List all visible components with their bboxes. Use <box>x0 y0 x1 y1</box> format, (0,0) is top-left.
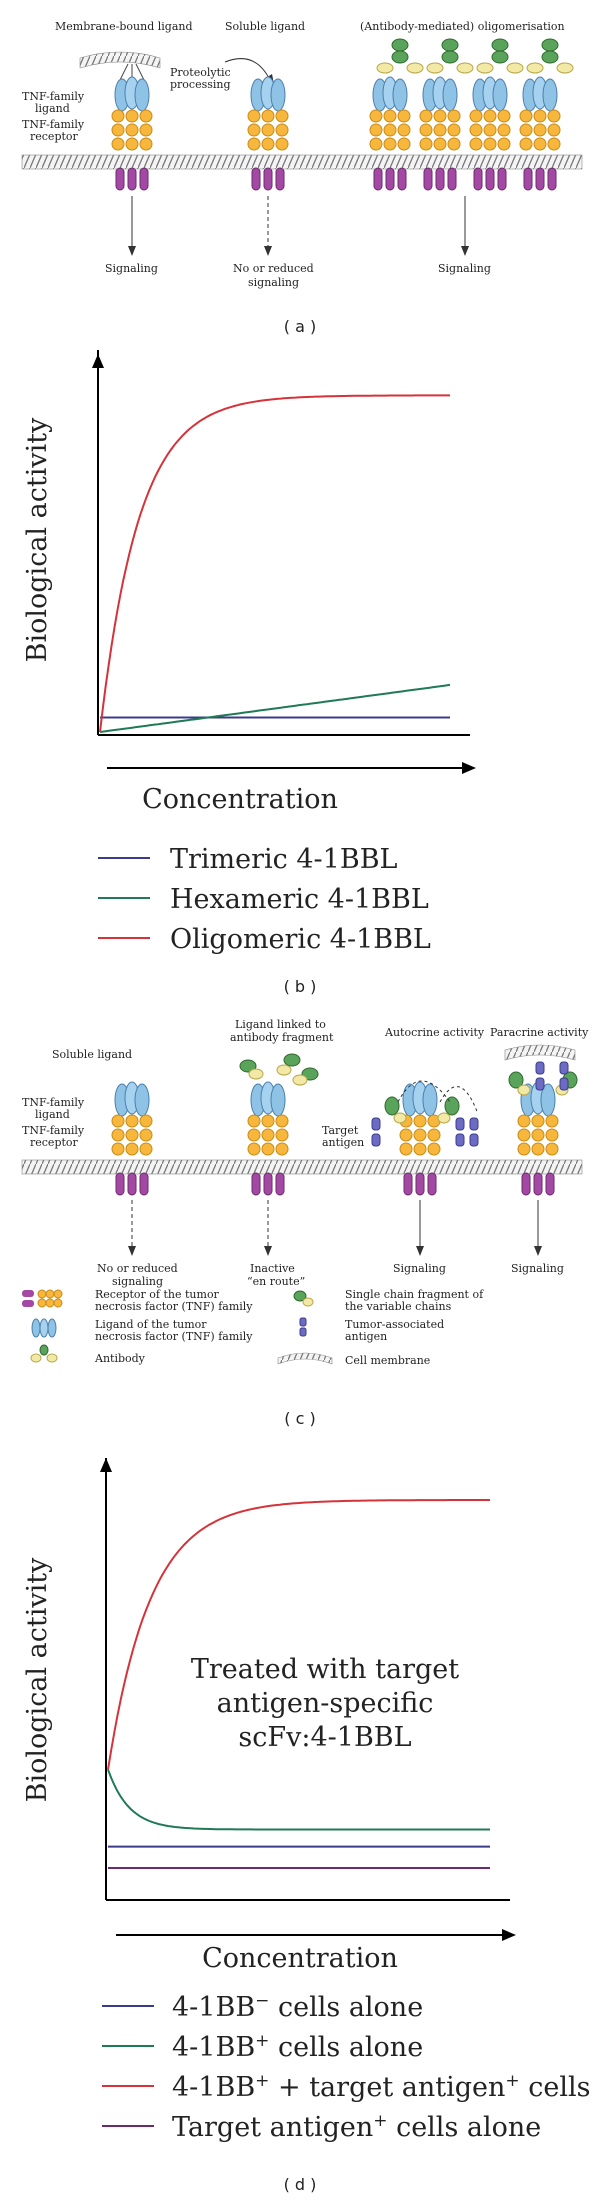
x-axis-title: Concentration <box>202 1943 398 1974</box>
cell-membrane <box>21 154 583 170</box>
annotation-l3: scFv:4-1BBL <box>238 1722 411 1753</box>
panel-c-diagram: Soluble ligand Ligand linked to antibody… <box>21 1018 589 1428</box>
panel-a-diagram: Membrane-bound ligand Soluble ligand (An… <box>21 20 583 336</box>
label-inactive-l1: Inactive <box>250 1262 295 1275</box>
label-signaling-1: Signaling <box>105 262 158 275</box>
series-line-hexameric <box>99 683 451 733</box>
label-paracrine: Paracrine activity <box>490 1026 589 1039</box>
label-linked-l2: antibody fragment <box>230 1031 334 1044</box>
panel-a: Membrane-bound ligand Soluble ligand (An… <box>0 0 600 350</box>
annotation-l1: Treated with target <box>191 1654 459 1685</box>
panel-d: Concentration Biological activity Treate… <box>0 1450 600 2208</box>
complex-membrane-bound <box>111 76 153 191</box>
label-proteolytic-l2: processing <box>170 78 231 91</box>
legend: 4-1BB− cells alone 4-1BB+ cells alone 4-… <box>102 1991 590 2143</box>
series-line-4-1bb-pos-target <box>107 1499 490 1770</box>
label-signaling-3: Signaling <box>393 1262 446 1275</box>
legend-trimeric: Trimeric 4-1BBL <box>170 844 398 875</box>
legend-antibody-icon <box>30 1344 58 1363</box>
panel-c: Soluble ligand Ligand linked to antibody… <box>0 1010 600 1450</box>
label-tnf-receptor-l2: receptor <box>30 1136 79 1149</box>
complex-soluble <box>247 76 289 191</box>
complex-paracrine <box>517 1081 559 1196</box>
label-membrane-bound: Membrane-bound ligand <box>55 20 193 33</box>
legend-oligomeric: Oligomeric 4-1BBL <box>170 924 431 955</box>
legend-antibody: Antibody <box>94 1352 146 1365</box>
legend-scfv-icon <box>293 1290 314 1307</box>
label-tnf-ligand-l2: ligand <box>35 102 70 115</box>
legend-ligand-l1: Ligand of the tumor <box>95 1318 207 1331</box>
complex-soluble <box>111 1081 153 1196</box>
legend: Trimeric 4-1BBL Hexameric 4-1BBL Oligome… <box>98 844 431 955</box>
legend-ligand-icon <box>31 1318 57 1338</box>
label-tnf-receptor-l2: receptor <box>30 130 79 143</box>
ligand-cell-membrane <box>79 51 161 69</box>
legend-tumor-antigen-icon <box>299 1317 307 1337</box>
label-reduced-l2: signaling <box>112 1275 163 1288</box>
label-target-l2: antigen <box>322 1136 364 1149</box>
label-oligomerisation: (Antibody-mediated) oligomerisation <box>360 20 565 33</box>
label-inactive-l2: “en route” <box>247 1275 305 1288</box>
label-tnf-ligand-l2: ligand <box>35 1108 70 1121</box>
series-line-4-1bb-pos <box>107 1769 490 1831</box>
label-target-l1: Target <box>322 1124 359 1137</box>
label-autocrine: Autocrine activity <box>384 1026 485 1039</box>
panel-d-chart: Concentration Biological activity Treate… <box>22 1458 590 2194</box>
complex-oligomerised <box>369 38 574 191</box>
legend-tumor-l2: antigen <box>345 1330 387 1343</box>
y-axis-title: Biological activity <box>22 417 53 662</box>
label-reduced-l1: No or reduced <box>97 1262 178 1275</box>
legend-hexameric: Hexameric 4-1BBL <box>170 884 429 915</box>
tumor-antigens <box>371 1061 569 1147</box>
panel-c-letter: ( c ) <box>284 1409 315 1428</box>
label-proteolytic-l1: Proteolytic <box>170 66 231 79</box>
label-tnf-ligand-l1: TNF-family <box>22 90 85 103</box>
series-line-oligomeric <box>99 394 450 733</box>
panel-b-chart: Concentration Biological activity Trimer… <box>22 350 476 996</box>
legend-membrane: Cell membrane <box>345 1354 430 1367</box>
label-reduced-l1: No or reduced <box>233 262 314 275</box>
legend-4-1bb-pos: 4-1BB+ cells alone <box>172 2031 423 2063</box>
label-soluble-ligand: Soluble ligand <box>225 20 305 33</box>
legend-4-1bb-pos-target: 4-1BB+ + target antigen+ cells <box>172 2071 590 2103</box>
legend-membrane-icon <box>277 1352 333 1365</box>
legend-scfv-l1: Single chain fragment of <box>345 1288 484 1301</box>
label-tnf-receptor-l1: TNF-family <box>22 118 85 131</box>
label-tnf-receptor-l1: TNF-family <box>22 1124 85 1137</box>
legend-scfv-l2: the variable chains <box>345 1300 452 1313</box>
legend-ligand-l2: necrosis factor (TNF) family <box>95 1330 253 1343</box>
legend-target-alone: Target antigen+ cells alone <box>172 2111 541 2143</box>
legend: Receptor of the tumor necrosis factor (T… <box>22 1288 484 1367</box>
label-soluble-ligand: Soluble ligand <box>52 1048 132 1061</box>
cell-membrane <box>21 1159 583 1175</box>
legend-tumor-l1: Tumor-associated <box>345 1318 444 1331</box>
complex-autocrine <box>399 1081 441 1196</box>
panel-b-letter: ( b ) <box>284 977 317 996</box>
label-tnf-ligand-l1: TNF-family <box>22 1096 85 1109</box>
annotation-l2: antigen-specific <box>217 1688 434 1719</box>
label-reduced-l2: signaling <box>248 276 299 289</box>
label-signaling-4: Signaling <box>511 1262 564 1275</box>
processing-arrow <box>224 58 271 81</box>
legend-receptor-l2: necrosis factor (TNF) family <box>95 1300 253 1313</box>
legend-receptor-l1: Receptor of the tumor <box>95 1288 220 1301</box>
legend-4-1bb-neg: 4-1BB− cells alone <box>172 1991 423 2023</box>
panel-b: Concentration Biological activity Trimer… <box>0 350 600 1010</box>
legend-receptor-icon <box>22 1289 63 1308</box>
target-cell-membrane <box>504 1044 576 1061</box>
panel-a-letter: ( a ) <box>284 317 316 336</box>
autocrine-dashed <box>397 1080 451 1103</box>
y-axis-title: Biological activity <box>22 1557 53 1802</box>
label-linked-l1: Ligand linked to <box>235 1018 326 1031</box>
complex-linked <box>247 1081 289 1196</box>
panel-d-letter: ( d ) <box>284 2175 317 2194</box>
x-axis-title: Concentration <box>142 784 338 815</box>
label-signaling-3: Signaling <box>438 262 491 275</box>
